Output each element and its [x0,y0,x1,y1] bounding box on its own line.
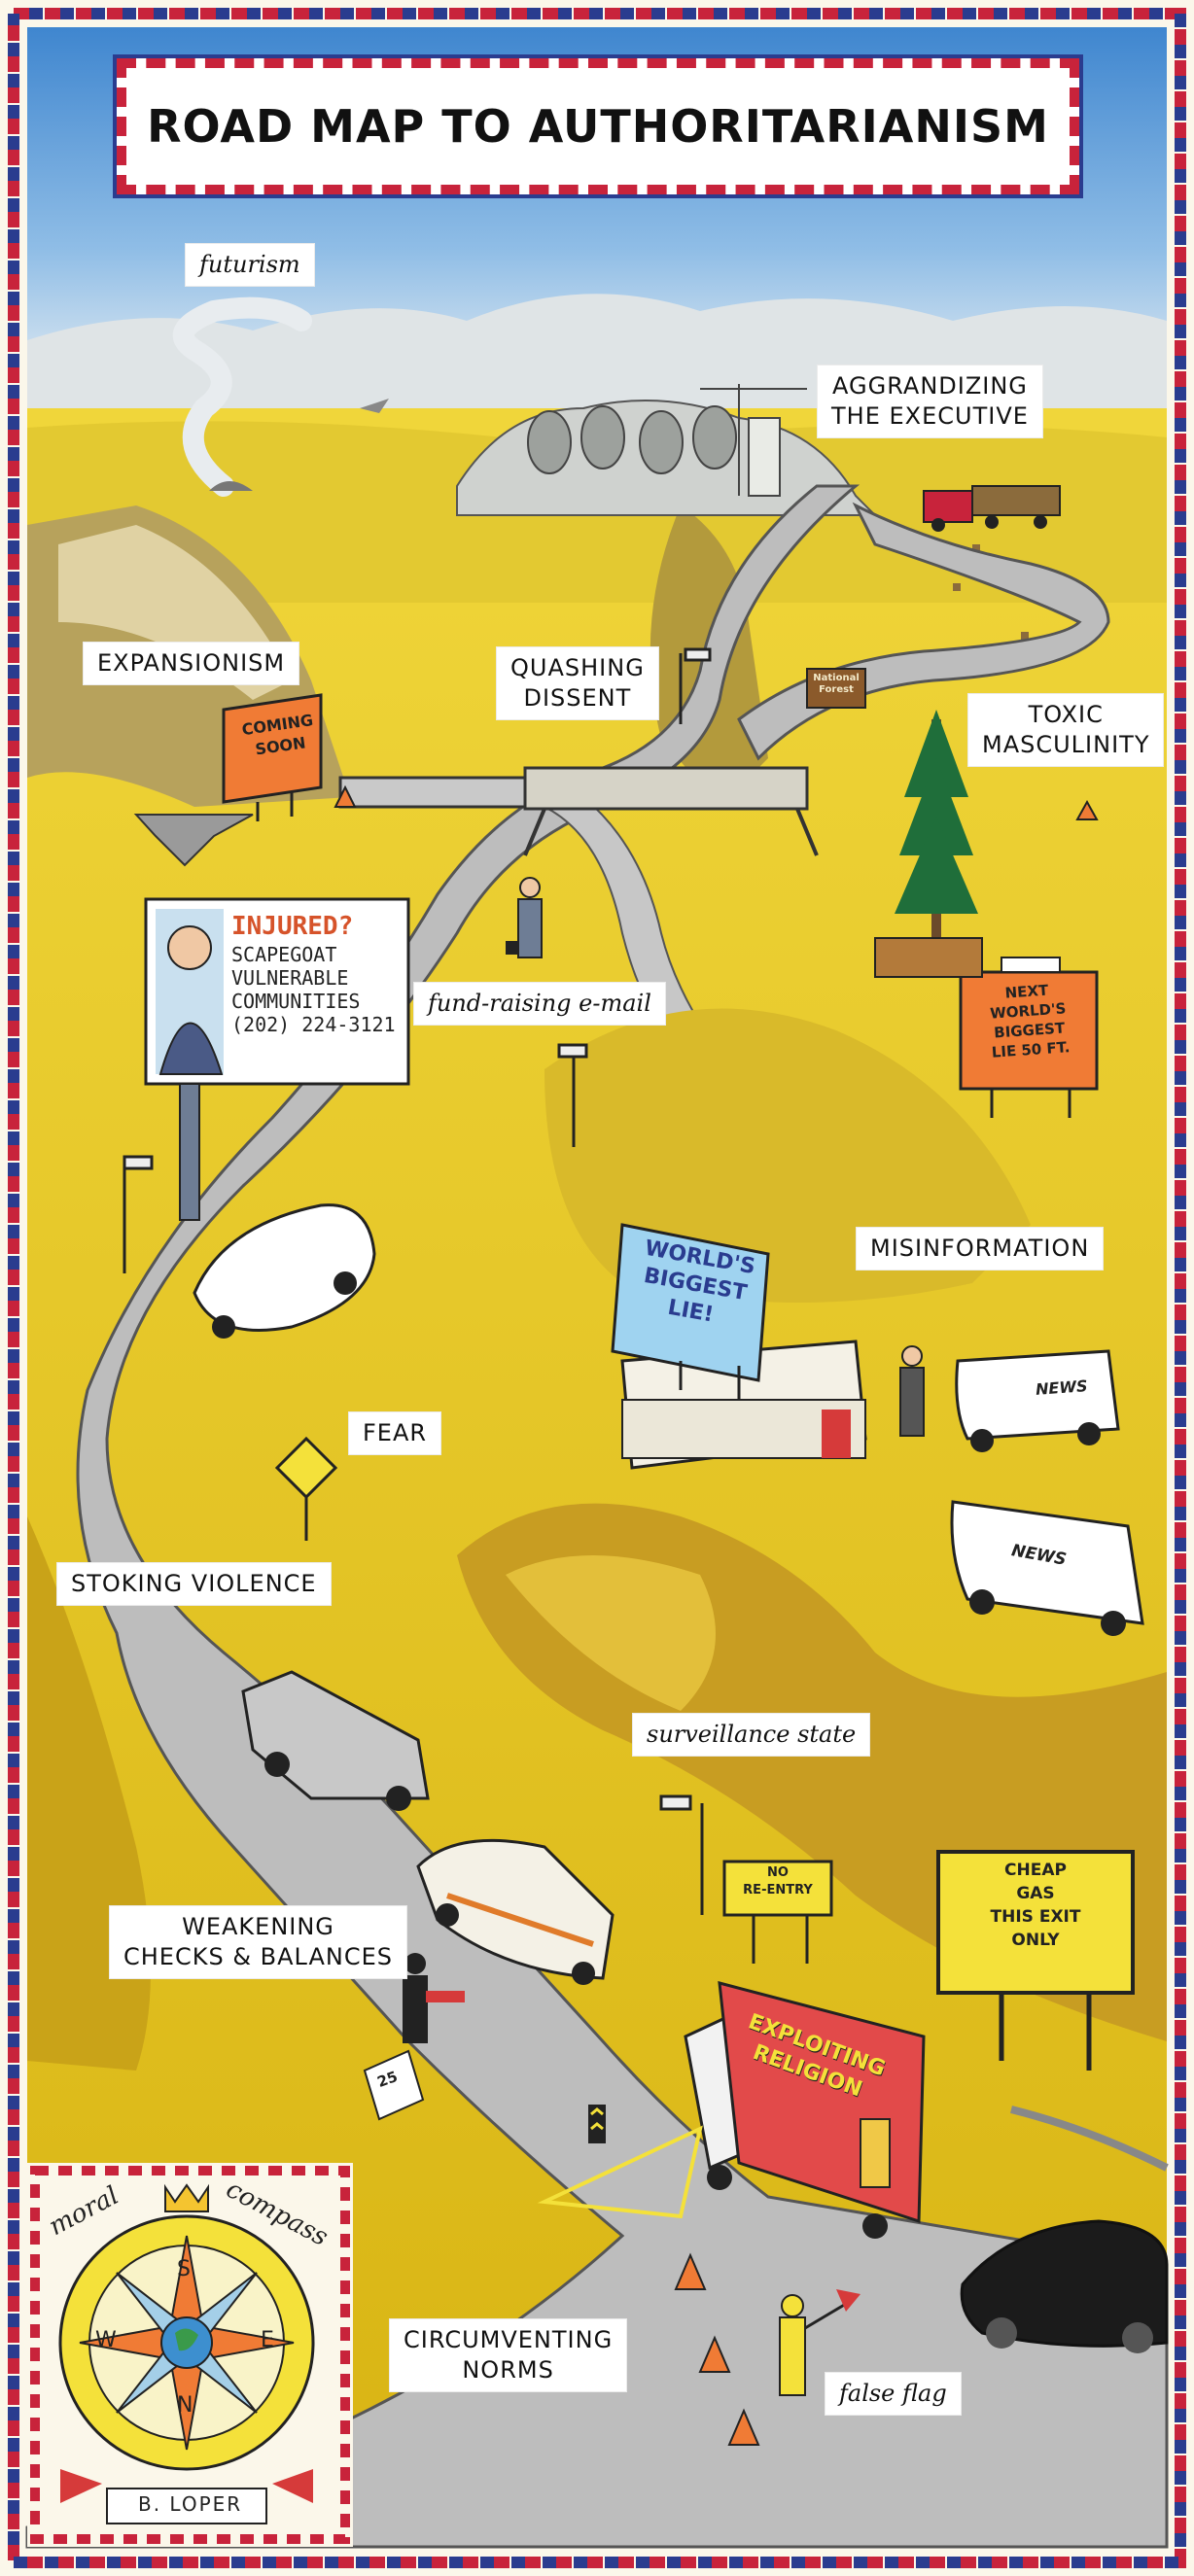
injured-billboard [144,897,410,1221]
guard-figure [403,1953,465,2043]
chevron-markers [588,2105,606,2143]
news-van-bottom [950,1500,1144,1636]
label-fear: FEAR [348,1411,442,1455]
label-false-flag: false flag [825,2372,962,2416]
traffic-cones [334,784,1099,2446]
billboard-headline: INJURED? [231,912,354,941]
label-circumventing-norms: CIRCUMVENTING NORMS [389,2318,628,2392]
rocket [360,399,389,413]
label-fundraising-email: fund-raising e-mail [413,982,666,1026]
fear-warning-sign [274,1436,338,1541]
national-forest-sign [806,668,866,709]
stamp-border-blue [8,8,1186,2568]
label-toxic-masculinity: TOXIC MASCULINITY [967,693,1165,767]
logging-truck [923,485,1061,532]
label-weakening-checks: WEAKENING CHECKS & BALANCES [109,1905,408,1979]
compass-dir-e: E [261,2328,274,2352]
title-banner: ROAD MAP TO AUTHORITARIANISM [117,58,1079,194]
black-car [960,2219,1169,2353]
rocket-smoke [172,296,312,497]
label-surveillance-state: surveillance state [632,1713,871,1757]
gore-stripes [537,2125,703,2219]
billboard-body: SCAPEGOAT VULNERABLE COMMUNITIES (202) 2… [231,943,396,1036]
station-wagon [416,1838,615,1985]
surveillance-cameras [123,647,712,1915]
news-van-top [955,1349,1120,1452]
religion-truck [684,1980,926,2239]
artist-signature: B. LOPER [138,2492,243,2516]
compass-panel [27,2163,353,2547]
fallen-sign [363,2049,425,2121]
page-title: ROAD MAP TO AUTHORITARIANISM [147,100,1049,153]
construction-crane [700,384,807,497]
no-reentry-sign [722,1860,833,1964]
overpass-bridge [338,766,819,856]
flagger-figure [779,2289,860,2396]
label-futurism: futurism [185,243,315,287]
national-forest-text: National Forest [813,673,860,695]
coming-soon-billboard [222,693,323,821]
compass-dir-n: N [177,2393,193,2418]
white-sedan [193,1203,376,1339]
lie-building [611,1223,867,1470]
label-quashing-dissent: QUASHING DISSENT [496,646,659,720]
label-misinformation: MISINFORMATION [856,1227,1105,1271]
guard-rail [1010,2106,1169,2172]
businessman-figure [506,877,543,958]
cheap-gas-sign [936,1850,1135,2071]
cybertruck [241,1670,430,1811]
compass-dir-w: W [95,2328,117,2352]
label-aggrandizing: AGGRANDIZING THE EXECUTIVE [817,365,1043,438]
cheap-gas-text: CHEAP GAS THIS EXIT ONLY [990,1861,1081,1950]
news-van-text-top: NEWS [1035,1376,1089,1399]
next-lie-text: NEXT WORLD'S BIGGEST LIE 50 FT. [989,981,1071,1062]
next-lie-sign [959,957,1099,1118]
label-stoking-violence: STOKING VIOLENCE [56,1562,332,1606]
reporter-figure [899,1345,925,1437]
label-expansionism: EXPANSIONISM [83,642,300,685]
no-reentry-text: NO RE-ENTRY [743,1865,813,1897]
rocket-crash [209,481,253,491]
tower-tree [874,710,983,978]
compass-dir-s: S [177,2257,191,2281]
stamp-border-red [8,8,1186,2568]
